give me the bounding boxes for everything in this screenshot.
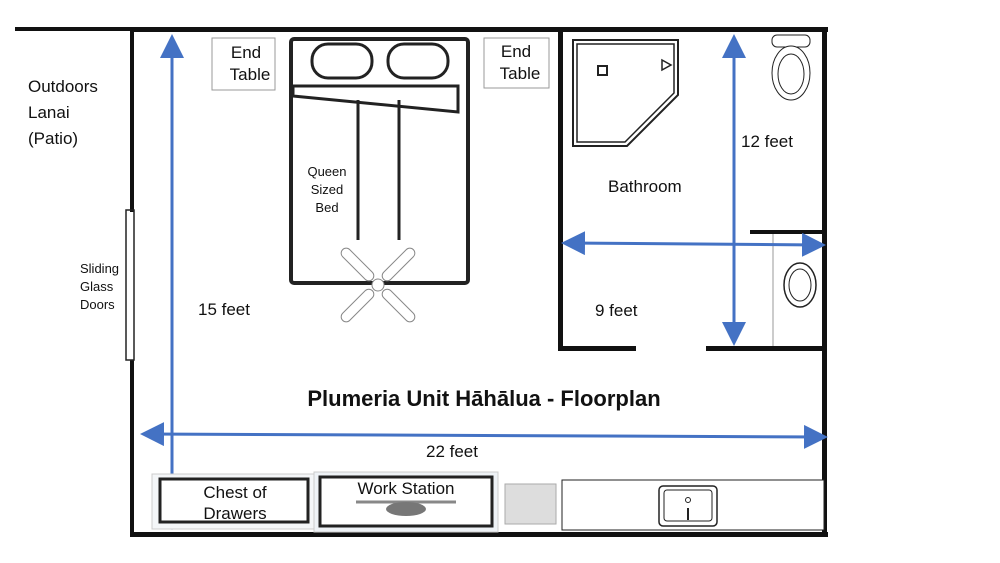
room-width-label: 22 feet (426, 442, 478, 461)
svg-text:Glass: Glass (80, 279, 114, 294)
lanai-label: Lanai (28, 103, 70, 122)
work-station: Work Station (313, 471, 499, 533)
patio-label: (Patio) (28, 129, 78, 148)
bath-height-label: 12 feet (741, 132, 793, 151)
svg-text:Doors: Doors (80, 297, 115, 312)
svg-text:Bed: Bed (315, 200, 338, 215)
page-title: Plumeria Unit Hāhālua - Floorplan (307, 386, 660, 411)
outdoors-label: Outdoors (28, 77, 98, 96)
bath-width-label: 9 feet (595, 301, 638, 320)
svg-text:Sliding: Sliding (80, 261, 119, 276)
end-table-left: End Table (211, 37, 276, 91)
svg-text:Chest of: Chest of (203, 483, 267, 502)
appliance (504, 483, 557, 525)
patio-area: Outdoors Lanai (Patio) (15, 27, 132, 148)
ceiling-fan-icon (340, 247, 416, 323)
chest-of-drawers: Chest of Drawers (151, 473, 315, 530)
kitchen-counter (561, 479, 825, 531)
sliding-glass-doors: Sliding Glass Doors (80, 261, 119, 312)
svg-text:Table: Table (230, 65, 271, 84)
svg-text:Sized: Sized (311, 182, 344, 197)
dimension-arrows (140, 34, 828, 530)
svg-text:End: End (231, 43, 261, 62)
svg-text:Queen: Queen (307, 164, 346, 179)
toilet-icon (771, 34, 811, 101)
svg-text:Drawers: Drawers (203, 504, 266, 523)
svg-text:End: End (501, 42, 531, 61)
bathroom-sink-icon (783, 262, 817, 308)
room-height-label: 15 feet (198, 300, 250, 319)
svg-text:Table: Table (500, 64, 541, 83)
svg-text:Work Station: Work Station (357, 479, 454, 498)
queen-bed: Queen Sized Bed (289, 37, 470, 285)
end-table-right: End Table (483, 37, 550, 89)
bathroom-label: Bathroom (608, 177, 682, 196)
shower-icon (572, 39, 679, 147)
